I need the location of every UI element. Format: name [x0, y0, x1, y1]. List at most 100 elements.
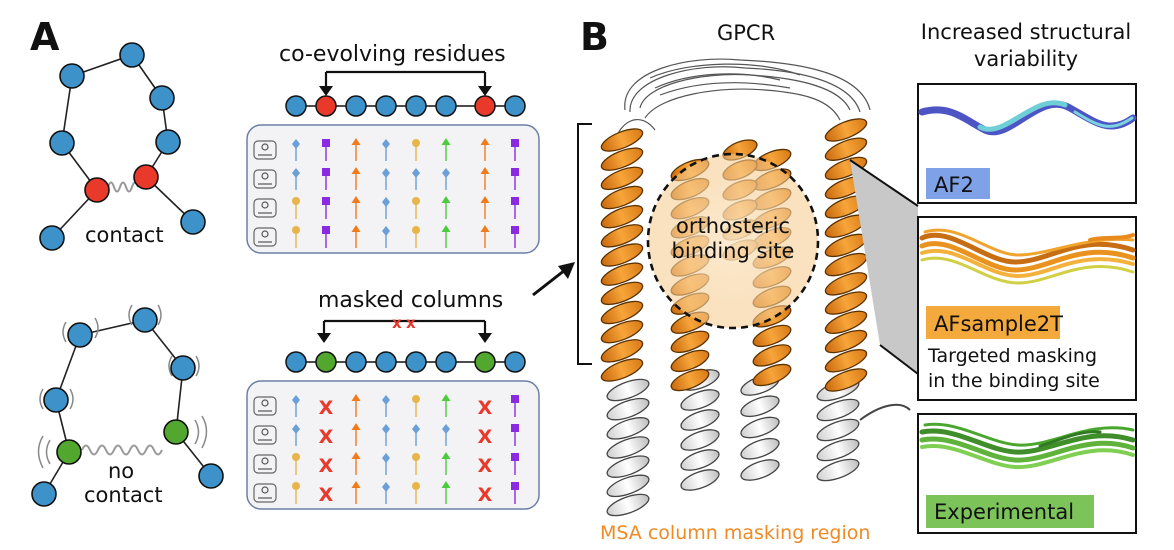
- helix-turn: [600, 128, 644, 152]
- masked-cell-x: X: [478, 455, 493, 477]
- masked-columns-label: masked columns: [318, 288, 503, 313]
- no-contact-label-line2: contact: [84, 483, 163, 507]
- variability-label-line1: Increased structural: [921, 20, 1131, 44]
- helix-turn: [600, 224, 644, 248]
- helix-turn: [824, 118, 868, 142]
- masked-cell-x: X: [319, 426, 334, 448]
- masking-region-label: MSA column masking region: [600, 522, 870, 544]
- residue-node: [31, 481, 57, 507]
- a-to-b-arrow: [532, 262, 575, 297]
- helix-turn: [752, 363, 792, 387]
- helix-turn: [600, 358, 644, 382]
- helix-turn: [606, 417, 650, 440]
- msa-column-node: [345, 351, 367, 373]
- msa-alignment-top: [246, 95, 540, 254]
- experimental-panel: Experimental: [917, 413, 1137, 534]
- helix-turn: [606, 474, 650, 498]
- helix-turn: [824, 368, 868, 392]
- walker-icon: [253, 140, 277, 160]
- masked-residue-node: [163, 419, 189, 445]
- residue-node: [198, 463, 224, 489]
- msa-column-node: [405, 351, 427, 373]
- helix-turn: [824, 272, 868, 296]
- residue-node: [132, 307, 158, 333]
- residue-node: [180, 209, 206, 235]
- msa-box: [246, 124, 540, 254]
- variability-label-line2: variability: [974, 47, 1078, 71]
- msa-column-node: [315, 95, 337, 117]
- masked-cell-x: X: [319, 397, 334, 419]
- af2-label: AF2: [934, 173, 974, 197]
- dog-icon: [253, 425, 277, 445]
- helix-turn: [606, 493, 650, 517]
- bird-icon: [253, 454, 277, 474]
- msa-column-node: [405, 95, 427, 117]
- residue-node: [155, 129, 181, 155]
- contact-network: contact: [39, 42, 206, 251]
- msa-column-node: [504, 351, 526, 373]
- contact-residue-node: [84, 177, 110, 203]
- lizard-icon: [253, 227, 277, 247]
- helix-turn: [680, 389, 720, 411]
- msa-column-node: [375, 351, 397, 373]
- afsample2t-label: AFsample2T: [934, 312, 1063, 336]
- msa-column-node: [474, 95, 496, 117]
- residue-node: [170, 355, 196, 381]
- helix-turn: [600, 262, 644, 286]
- experimental-label: Experimental: [934, 500, 1074, 524]
- orthosteric-binding-site: orthosteric binding site: [646, 152, 820, 330]
- helix-turn: [816, 458, 860, 482]
- msa-column-node: [285, 351, 307, 373]
- gpcr-label: GPCR: [717, 21, 775, 45]
- residue-node: [39, 225, 65, 251]
- masked-residue-node: [56, 439, 82, 465]
- walker-icon: [253, 396, 277, 416]
- helix-turn: [680, 469, 720, 491]
- gpcr-lower-helices: [606, 369, 911, 517]
- residue-node: [149, 85, 175, 111]
- masked-cell-x: X: [319, 455, 334, 477]
- dog-icon: [253, 169, 277, 189]
- masked-bracket: [322, 319, 487, 340]
- masked-cell-x: X: [319, 484, 334, 506]
- helix-turn: [670, 368, 710, 392]
- helix-turn: [824, 310, 868, 335]
- msa-column-node: [315, 351, 337, 373]
- helix-turn: [600, 185, 644, 210]
- helix-turn: [600, 281, 644, 306]
- helix-turn: [824, 291, 868, 315]
- residue-node: [43, 387, 69, 413]
- no-contact-network: no contact: [31, 304, 224, 507]
- residue-node: [119, 42, 145, 68]
- no-contact-label-line1: no: [108, 459, 134, 483]
- residue-node: [59, 63, 85, 89]
- msa-column-node: [435, 351, 457, 373]
- coevolving-label: co-evolving residues: [279, 42, 506, 67]
- helix-turn: [606, 378, 650, 402]
- vibration-marks: [37, 304, 208, 469]
- helix-turn: [740, 437, 780, 460]
- helix-turn: [816, 438, 860, 462]
- helix-turn: [740, 459, 780, 481]
- helix-turn: [824, 349, 868, 373]
- msa-column-node: [504, 95, 526, 117]
- helix-turn: [600, 204, 644, 229]
- helix-turn: [600, 147, 644, 171]
- helix-turn: [606, 397, 650, 421]
- masked-cell-x: X: [478, 426, 493, 448]
- helix-turn: [824, 329, 868, 354]
- contact-residue-node: [133, 164, 159, 190]
- msa-column-node: [345, 95, 367, 117]
- helix-turn: [816, 398, 860, 422]
- residue-node: [67, 322, 93, 348]
- helix-turn: [600, 166, 644, 191]
- masked-arrowheads: [317, 333, 492, 343]
- helix-turn: [680, 429, 720, 451]
- lizard-icon: [253, 483, 277, 503]
- helix-turn: [752, 324, 792, 348]
- residue-node: [49, 130, 75, 156]
- stretched-spring: [81, 444, 163, 456]
- bird-icon: [253, 198, 277, 218]
- targeted-masking-line1: Targeted masking: [927, 345, 1097, 367]
